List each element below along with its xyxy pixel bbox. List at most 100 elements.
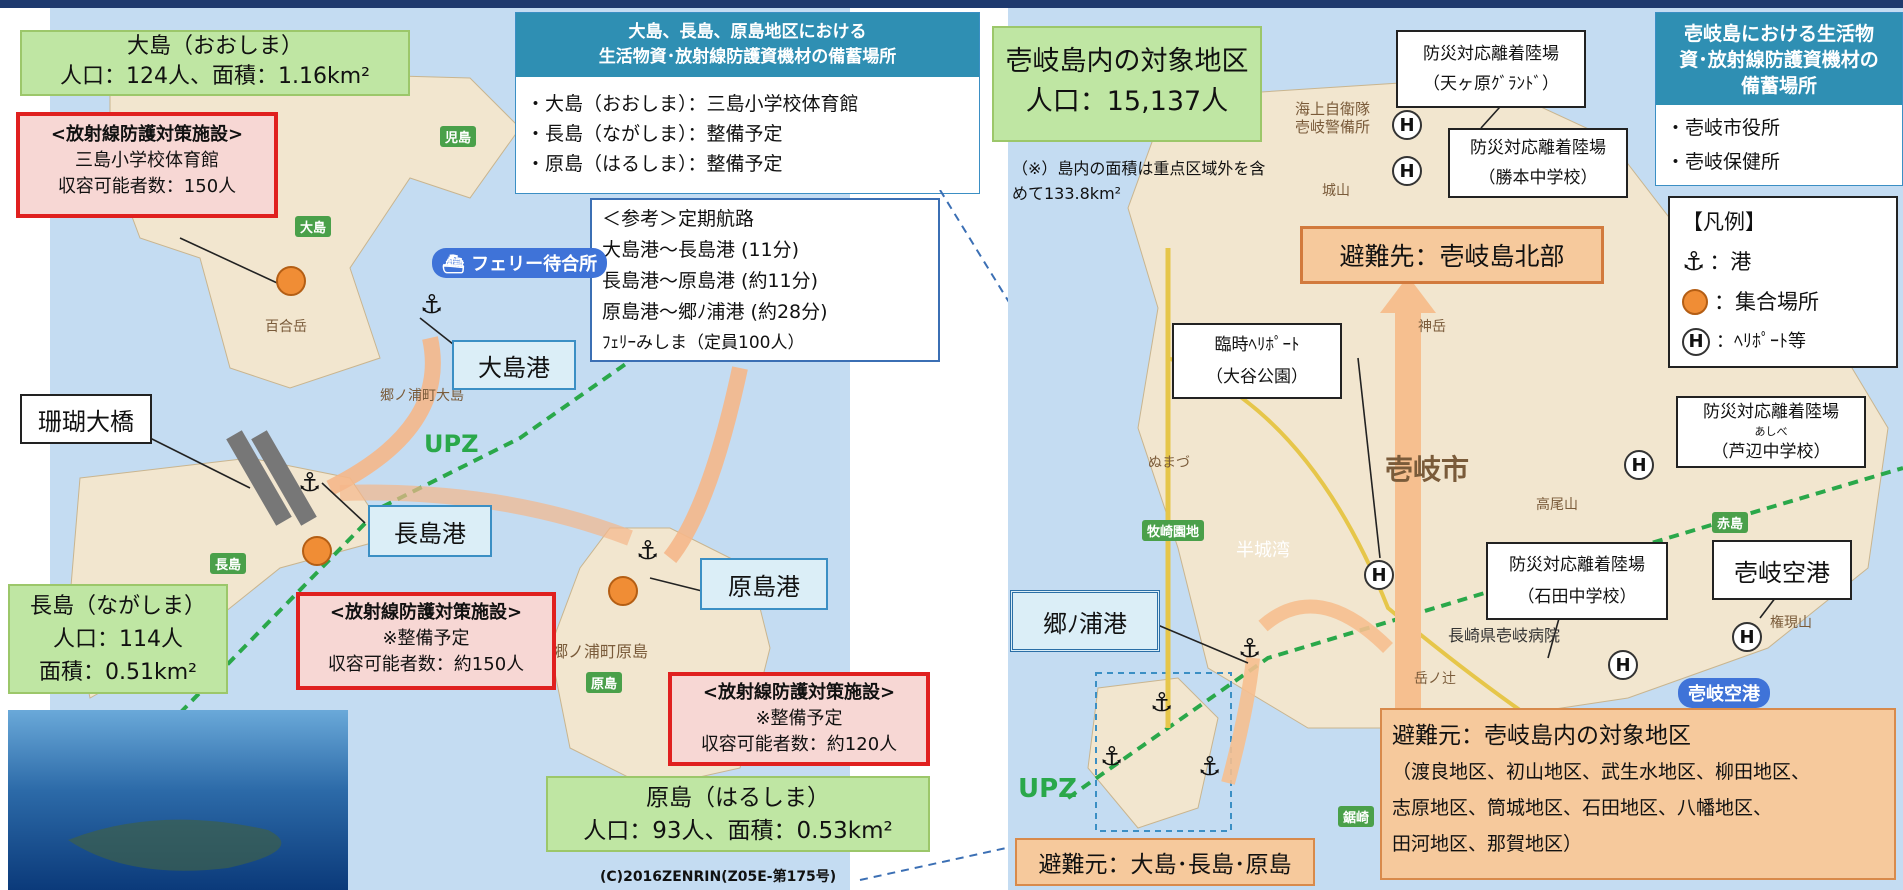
heli1-label: 防災対応離着陸場 （天ヶ原ｸﾞﾗﾝﾄﾞ）	[1396, 30, 1586, 108]
origin-title: 避難元：壱岐島内の対象地区	[1392, 723, 1691, 749]
legend: 【凡例】 ⚓：港 ：集合場所 H：ﾍﾘﾎﾟｰﾄ等	[1668, 196, 1898, 368]
arrow-goura-city	[1258, 599, 1393, 653]
place-goura-harushima: 郷ノ浦町原島	[552, 642, 649, 661]
heliport-icon: H	[1392, 110, 1422, 140]
place-hara: 岳ノ辻	[1414, 671, 1456, 687]
heli-temp-label: 臨時ﾍﾘﾎﾟｰﾄ （大谷公園）	[1172, 323, 1342, 399]
place-akashima: 赤島	[1712, 512, 1749, 533]
coral-bridge	[226, 430, 292, 526]
place-goura-oshima: 郷ノ浦町大島	[380, 388, 464, 404]
facility-box-nagashima: <放射線防護対策施設> ※整備予定 収容可能者数：約150人	[296, 592, 556, 690]
facility1-title: <放射線防護対策施設>	[50, 124, 244, 145]
place-yurigatake: 百合岳	[265, 319, 307, 335]
place-iki-city: 壱岐市	[1385, 453, 1470, 486]
assembly-point-nagashima	[302, 536, 332, 566]
storage-box-left: 大島、長島、原島地区における 生活物資･放射線防護資機材の備蓄場所 ・大島（おお…	[515, 12, 980, 194]
place-shinto: 神岳	[1418, 319, 1446, 335]
goura-port-label: 郷ﾉ浦港	[1010, 590, 1160, 652]
nagashima-area: 面積：0.51km²	[39, 660, 197, 685]
origin-list-line: 田河地区、那賀地区）	[1392, 833, 1583, 855]
facility1-name: 三島小学校体育館	[75, 150, 219, 171]
assembly-point-harushima	[608, 576, 638, 606]
place-harushima: 原島	[586, 672, 623, 693]
place-gonogen: 権現山	[1770, 615, 1812, 631]
storage-item: ・原島（はるしま）：整備予定	[526, 153, 783, 175]
nagashima-port-label: 長島港	[368, 505, 492, 557]
place-hanjo: 半城湾	[1236, 540, 1290, 561]
ship-icon: ⛴	[442, 254, 472, 275]
route-box: ＜参考＞定期航路 大島港～長島港 (11分) 長島港～原島港 (約11分) 原島…	[590, 198, 940, 362]
heliport-icon: H	[1682, 328, 1710, 356]
origin2-box: 避難元：大島･長島･原島	[1015, 838, 1315, 886]
copyright: (C)2016ZENRIN(Z05E-第175号)	[600, 869, 837, 885]
harushima-info-box: 原島（はるしま） 人口：93人、面積：0.53km²	[546, 776, 930, 852]
storage-item: ・壱岐市役所	[1666, 117, 1781, 139]
storage-box-right: 壱岐島における生活物資･放射線防護資機材の備蓄場所 ・壱岐市役所 ・壱岐保健所	[1655, 12, 1903, 186]
facility-box-oshima: <放射線防護対策施設> 三島小学校体育館 収容可能者数：150人	[16, 112, 278, 218]
bridge-label: 珊瑚大橋	[20, 394, 152, 444]
origin-list-line: 志原地区、筒城地区、石田地区、八幡地区、	[1392, 797, 1773, 819]
anchor-icon: ⚓	[636, 536, 660, 566]
anchor-icon: ⚓	[298, 468, 322, 498]
heliport-icon: H	[1392, 156, 1422, 186]
oshima-port-label: 大島港	[452, 340, 576, 390]
nagashima-title: 長島（ながしま）	[29, 594, 206, 619]
facility-box-harushima: <放射線防護対策施設> ※整備予定 収容可能者数：約120人	[668, 672, 930, 766]
upz-label-right: UPZ	[1018, 774, 1078, 804]
connector-lines	[859, 190, 1020, 881]
heli3-label: 防災対応離着陸場 あしべ （芦辺中学校）	[1676, 396, 1866, 468]
upz-line-left	[178, 316, 692, 715]
anchor-icon: ⚓	[1198, 752, 1222, 782]
legend-title: 【凡例】	[1682, 210, 1766, 234]
storage-item: ・大島（おおしま）：三島小学校体育館	[526, 93, 859, 115]
place-sdf: 海上自衛隊	[1295, 100, 1371, 118]
place-kojima: 児島	[440, 126, 477, 147]
airport-label: 壱岐空港	[1712, 540, 1852, 600]
place-oshima: 大島	[295, 216, 332, 237]
route-title: ＜参考＞定期航路	[602, 208, 755, 230]
place-sdf2: 壱岐警備所	[1295, 118, 1371, 136]
place-nagashima: 長島	[210, 553, 247, 574]
aerial-photo	[8, 710, 348, 890]
route-item: 大島港～長島港 (11分)	[602, 239, 800, 261]
arrow-oshima-nagashima	[326, 336, 441, 496]
facility2-cap: 収容可能者数：約150人	[327, 654, 525, 675]
nagashima-pop: 人口：114人	[53, 627, 183, 652]
arrow-nagashima-harushima	[339, 484, 633, 546]
anchor-icon: ⚓	[1150, 688, 1174, 718]
place-takao: 高尾山	[1536, 497, 1578, 513]
target-area-box: 壱岐島内の対象地区 人口：15,137人	[992, 26, 1262, 142]
header-bar	[0, 0, 1903, 8]
heliport-icon: H	[1608, 650, 1638, 680]
storage-header-right: 壱岐島における生活物資･放射線防護資機材の備蓄場所	[1656, 13, 1902, 105]
heli2-label: 防災対応離着陸場 （勝本中学校）	[1448, 128, 1628, 198]
anchor-icon: ⚓	[1682, 247, 1706, 277]
harushima-info: 人口：93人、面積：0.53km²	[583, 818, 893, 844]
anchor-icon: ⚓	[1238, 634, 1262, 664]
ferry-terminal-label: ⛴ フェリー待合所	[432, 248, 608, 278]
facility2-note: ※整備予定	[382, 628, 470, 649]
anchor-icon: ⚓	[420, 290, 444, 320]
area-note: （※）島内の面積は重点区域外を含めて133.8km²	[1012, 159, 1266, 203]
destination-box: 避難先：壱岐島北部	[1300, 226, 1604, 284]
storage-header-2: 生活物資･放射線防護資機材の備蓄場所	[598, 47, 897, 67]
place-numazu: ぬまづ	[1148, 455, 1190, 471]
assembly-point-oshima	[276, 266, 306, 296]
facility3-cap: 収容可能者数：約120人	[700, 734, 898, 755]
facility2-title: <放射線防護対策施設>	[329, 602, 523, 623]
target-pop: 人口：15,137人	[1025, 86, 1229, 117]
oshima-title: 大島（おおしま）	[126, 34, 303, 59]
route-item: 原島港～郷ﾉ浦港 (約28分)	[602, 301, 828, 323]
oshima-info: 人口：124人、面積：1.16km²	[60, 64, 370, 89]
target-title: 壱岐島内の対象地区	[1005, 46, 1249, 77]
place-hospital: 長崎県壱岐病院	[1448, 626, 1561, 645]
heliport-icon: H	[1364, 560, 1394, 590]
heli4-label: 防災対応離着陸場 （石田中学校）	[1486, 542, 1668, 620]
arrow-to-goura	[663, 366, 748, 563]
arrow-island-goura	[1221, 657, 1260, 785]
route-item: ﾌｪﾘｰみしま（定員100人）	[602, 333, 805, 353]
harushima-title: 原島（はるしま）	[646, 785, 830, 811]
harushima-port-label: 原島港	[700, 558, 828, 610]
upz-line-right	[1066, 466, 1903, 800]
heliport-icon: H	[1732, 622, 1762, 652]
